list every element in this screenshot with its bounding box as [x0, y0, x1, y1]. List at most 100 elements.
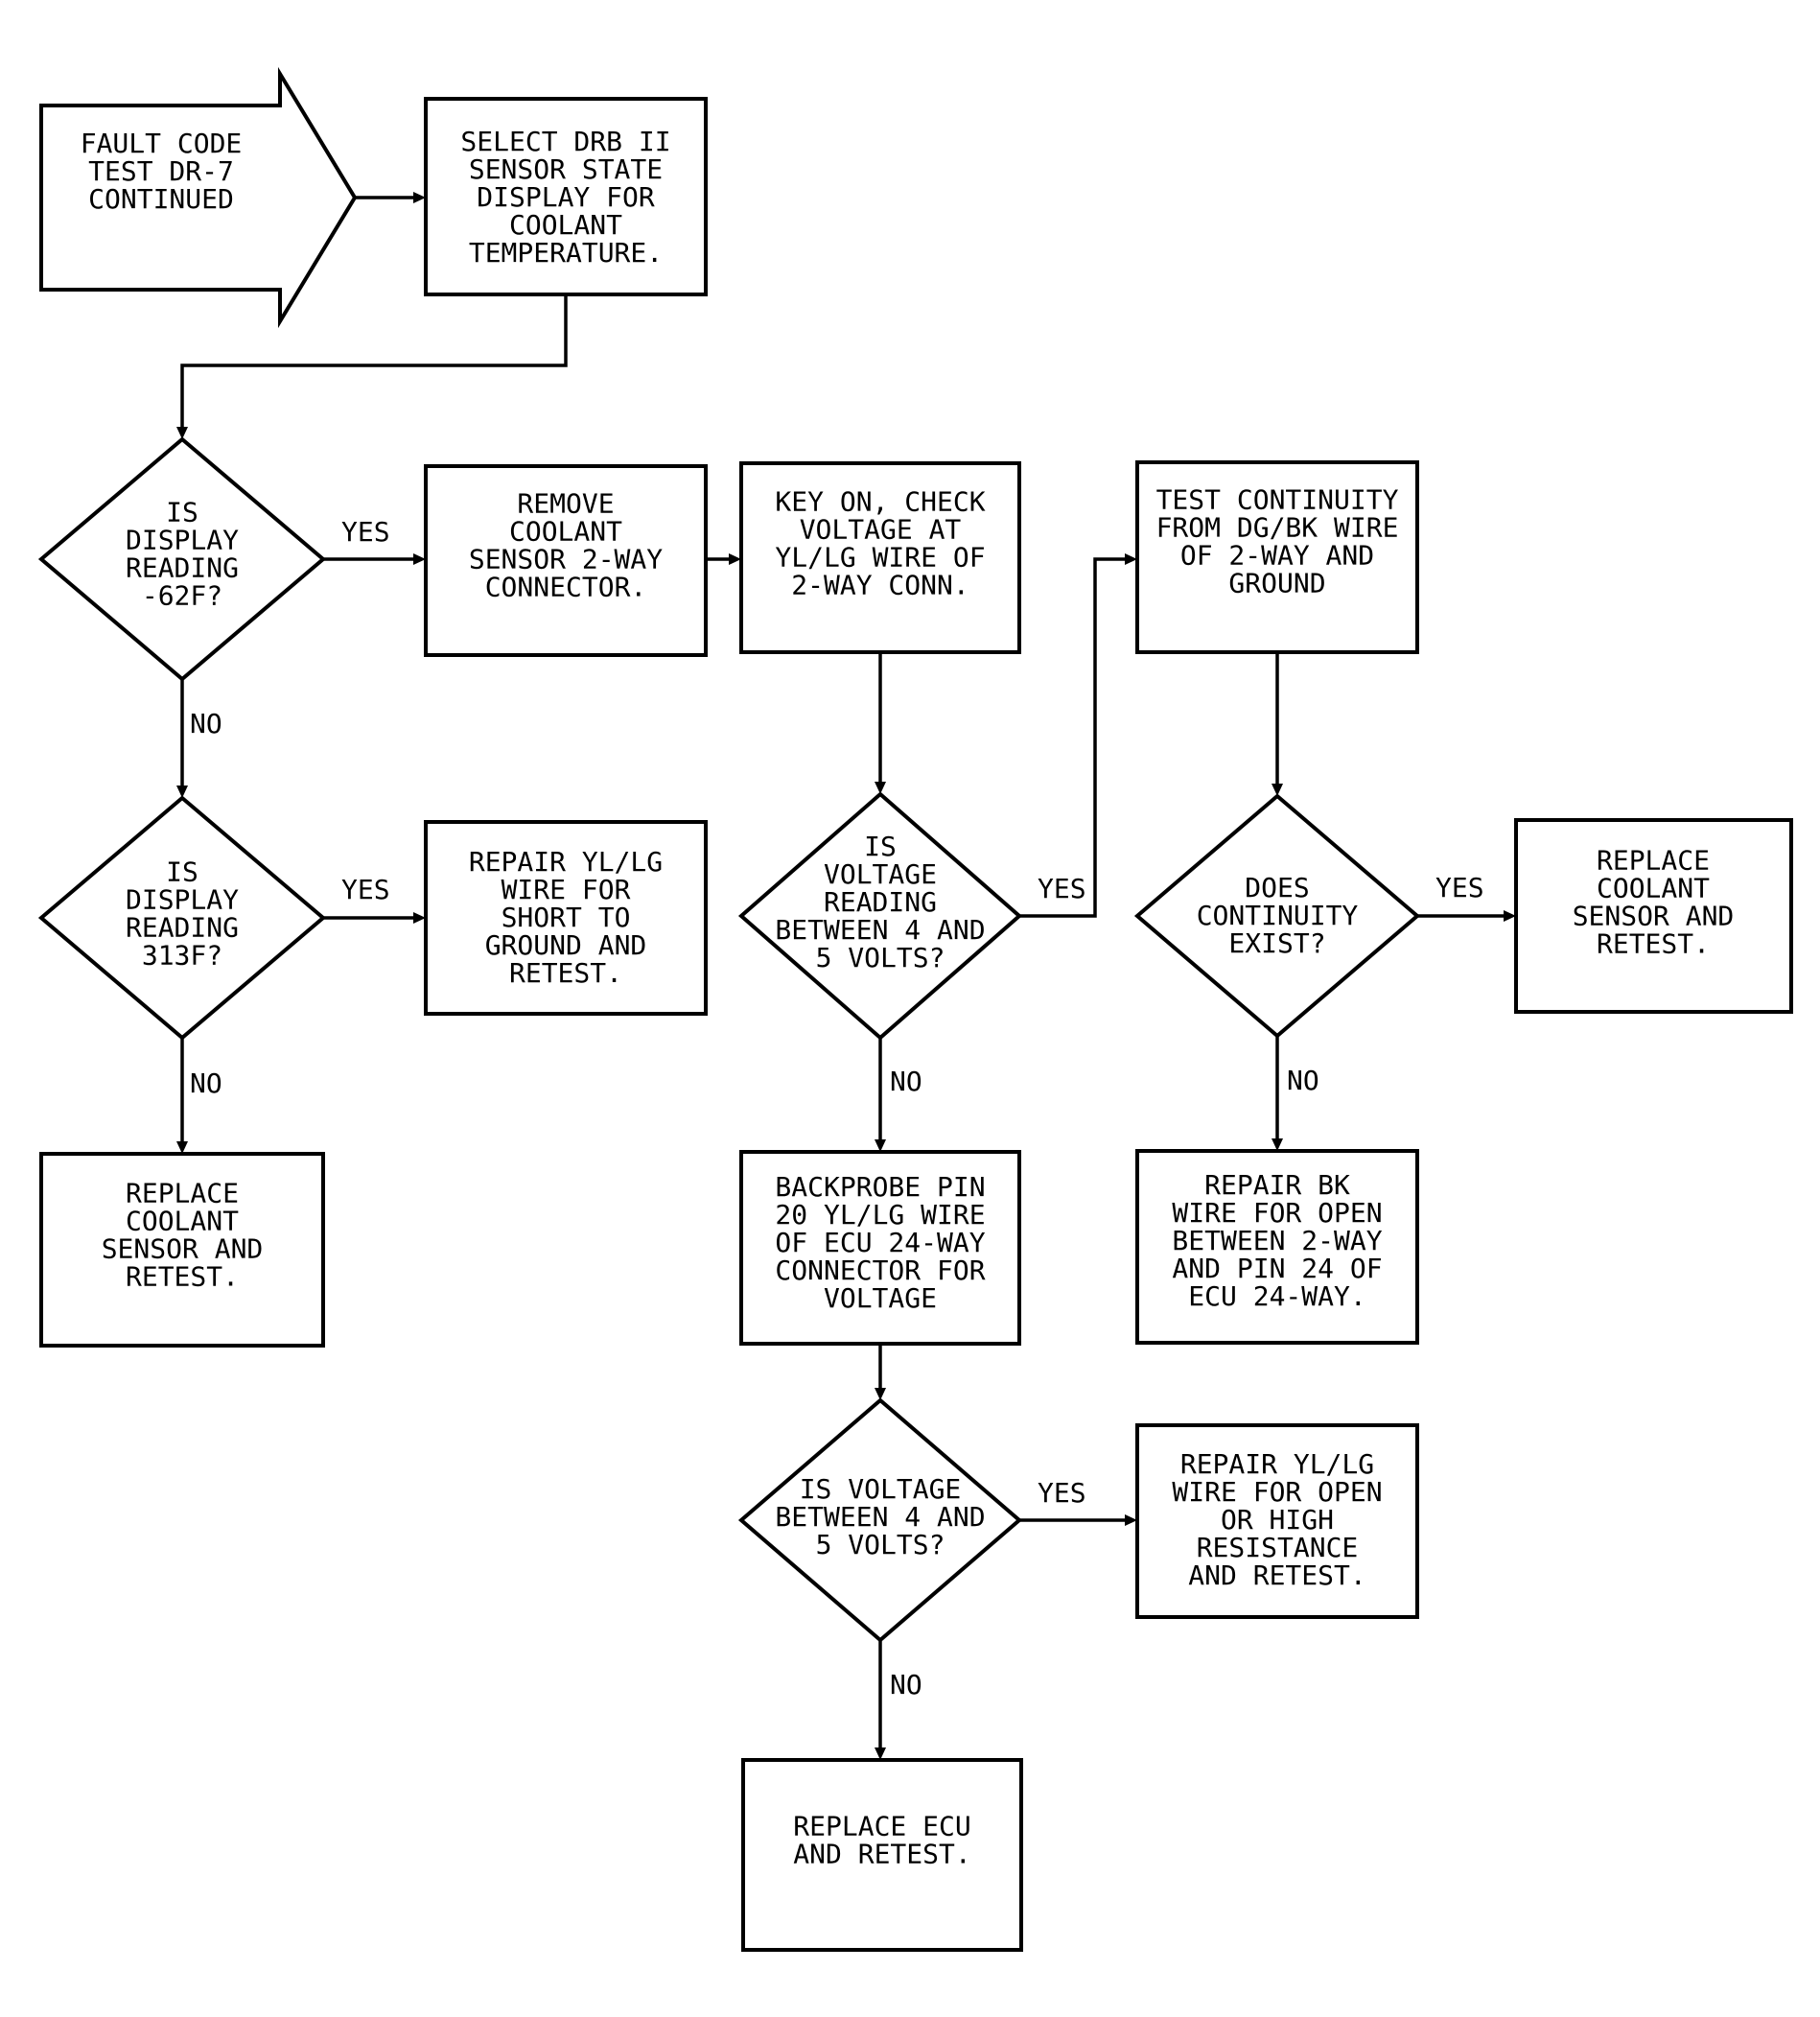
node-text-line: YL/LG WIRE OF [775, 542, 985, 574]
arrowhead-continuity-test-to-decision [1272, 784, 1283, 796]
node-text-line: FAULT CODE [81, 128, 243, 159]
node-text-line: CONTINUITY [1197, 900, 1359, 931]
node-text-line: GROUND AND [485, 929, 647, 961]
node-text-line: AND RETEST. [1188, 1560, 1365, 1591]
node-text-line: OF 2-WAY AND [1180, 540, 1374, 572]
arrowhead-backprobe-to-voltage-2 [875, 1388, 886, 1400]
node-text-line: SELECT DRB II [460, 126, 670, 157]
arrowhead-voltage-1-no [875, 1139, 886, 1152]
node-text-line: TEST CONTINUITY [1156, 484, 1399, 516]
node-text-line: VOLTAGE [824, 858, 937, 890]
node-text-line: DISPLAY [126, 884, 239, 916]
node-text-line: READING [824, 886, 937, 918]
node-text-line: OF ECU 24-WAY [775, 1227, 985, 1258]
node-text-line: RETEST. [1597, 928, 1710, 960]
node-text-line: DISPLAY [126, 525, 239, 556]
arrowhead-continuity-no [1272, 1138, 1283, 1151]
node-text-line: REPLACE [1597, 845, 1710, 877]
node-text-line: SENSOR 2-WAY [469, 544, 663, 575]
node-text-line: TEST DR-7 [88, 155, 234, 187]
node-text-line: ECU 24-WAY. [1188, 1280, 1365, 1312]
node-text-line: IS VOLTAGE [800, 1473, 962, 1505]
node-text-line: KEY ON, CHECK [775, 486, 985, 518]
node-text-line: AND PIN 24 OF [1172, 1253, 1382, 1284]
arrowhead-313f-no [176, 1141, 188, 1154]
node-text-line: REPAIR BK [1204, 1169, 1350, 1201]
node-text-line: GROUND [1228, 568, 1325, 599]
edge-label-313f-no: NO [190, 1067, 222, 1099]
node-text-line: BETWEEN 2-WAY [1172, 1225, 1382, 1256]
node-text-line: COOLANT [126, 1206, 239, 1237]
node-text-line: RETEST. [509, 957, 622, 989]
node-text-line: VOLTAGE [824, 1282, 937, 1314]
node-text-line: CONNECTOR. [485, 572, 647, 603]
arrowhead-remove-to-key-on [729, 553, 741, 565]
node-text-line: BACKPROBE PIN [775, 1171, 985, 1203]
arrowhead-key-on-to-voltage-1 [875, 782, 886, 794]
edge-label-voltage-2-no: NO [890, 1669, 922, 1700]
edge-label-continuity-yes: YES [1435, 872, 1484, 903]
node-text-line: VOLTAGE AT [800, 514, 962, 546]
arrowhead-voltage-1-yes [1125, 553, 1137, 565]
node-text-line: DOES [1245, 872, 1309, 903]
arrowhead-voltage-2-no [875, 1747, 886, 1760]
node-text-line: COOLANT [509, 516, 622, 548]
connector-select-to-62f [180, 294, 568, 428]
node-text-line: BETWEEN 4 AND [775, 1501, 985, 1533]
replace-sensor-left-box [39, 1152, 325, 1348]
node-text-line: DISPLAY FOR [477, 181, 655, 213]
node-text-line: RESISTANCE [1197, 1532, 1359, 1563]
node-text-line: FROM DG/BK WIRE [1156, 512, 1399, 544]
arrowhead-62f-yes [413, 553, 426, 565]
node-text-line: IS [166, 497, 198, 528]
node-text-line: SHORT TO [502, 902, 631, 933]
node-text-line: REMOVE [517, 488, 614, 520]
edge-label-voltage-1-yes: YES [1038, 873, 1086, 904]
repair-short-box [424, 820, 708, 1016]
node-text-line: IS [864, 831, 897, 862]
node-text-line: SENSOR AND [102, 1233, 264, 1265]
arrowhead-62f-no [176, 786, 188, 798]
connector-voltage-1-yes [1019, 557, 1126, 918]
edge-label-62f-no: NO [190, 708, 222, 739]
node-text-line: REPAIR YL/LG [1180, 1448, 1374, 1480]
node-text-line: READING [126, 552, 239, 584]
node-text-line: 313F? [142, 940, 222, 972]
arrowhead-313f-yes [413, 912, 426, 924]
node-text-line: SENSOR AND [1573, 901, 1735, 932]
node-text-line: REPLACE [126, 1178, 239, 1209]
node-text-line: REPLACE ECU [793, 1811, 970, 1842]
remove-coolant-box [424, 464, 708, 657]
node-text-line: CONNECTOR FOR [775, 1255, 985, 1286]
arrowhead-start-to-select [413, 192, 426, 203]
node-text-line: WIRE FOR OPEN [1172, 1197, 1382, 1229]
edge-label-62f-yes: YES [341, 516, 390, 548]
node-text-line: 2-WAY CONN. [791, 570, 968, 601]
node-text-line: READING [126, 912, 239, 944]
arrowhead-select-to-62f [176, 427, 188, 439]
node-text-line: CONTINUED [88, 183, 234, 215]
node-text-line: REPAIR YL/LG [469, 846, 663, 878]
arrowhead-continuity-yes [1504, 910, 1516, 922]
node-text-line: 5 VOLTS? [816, 1529, 945, 1560]
node-text-line: SENSOR STATE [469, 153, 663, 185]
replace-sensor-right-box [1514, 818, 1793, 1014]
select-drb-box [424, 97, 708, 296]
test-continuity-box [1135, 460, 1419, 654]
edge-label-voltage-1-no: NO [890, 1066, 922, 1097]
repair-open-box [1135, 1423, 1419, 1619]
node-text-line: COOLANT [509, 209, 622, 241]
